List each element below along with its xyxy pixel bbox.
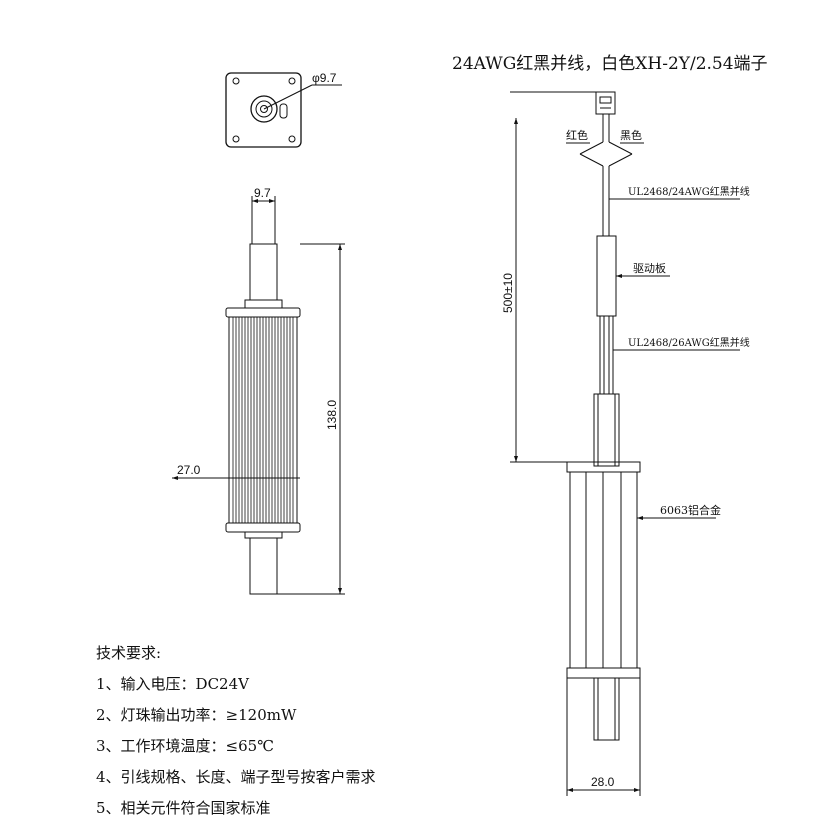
- upper-nozzle: [249, 243, 278, 301]
- xh-connector: [595, 91, 616, 115]
- material-label: 6063铝合金: [660, 503, 721, 517]
- mount-hole: [232, 77, 240, 85]
- side-lower-nozzle: [593, 677, 620, 741]
- driver-board: [596, 235, 617, 317]
- front-length-label: 138.0: [325, 400, 339, 430]
- side-view: [510, 91, 740, 796]
- cooling-fins: [232, 317, 294, 523]
- front-width-top-label: 9.7: [254, 186, 271, 200]
- lens-inner: [255, 100, 273, 118]
- cable-length-label: 500±10: [501, 273, 515, 313]
- body-cap-bottom: [225, 522, 301, 533]
- arrowheads: [172, 118, 643, 792]
- lower-wire-spec-label: UL2468/26AWG红黑并线: [628, 336, 750, 349]
- top-view: [225, 72, 342, 148]
- black-wire: [608, 153, 633, 167]
- note-item: 5、相关元件符合国家标准: [96, 799, 271, 817]
- note-item: 1、输入电压：DC24V: [96, 675, 249, 693]
- note-item: 4、引线规格、长度、端子型号按客户需求: [96, 768, 376, 786]
- body-cap-top: [225, 307, 301, 318]
- mount-hole: [288, 135, 296, 143]
- side-width-label: 28.0: [591, 775, 615, 789]
- red-wire-label: 红色: [566, 128, 588, 142]
- red-wire: [579, 153, 604, 167]
- note-item: 2、灯珠输出功率：≥120mW: [96, 706, 297, 724]
- lower-collar: [244, 531, 283, 539]
- side-upper-nozzle: [593, 393, 620, 467]
- upper-collar: [244, 299, 283, 309]
- lens-outer: [250, 95, 278, 123]
- front-width-body-label: 27.0: [177, 463, 201, 477]
- driver-board-label: 驱动板: [633, 261, 666, 275]
- lens-center: [260, 105, 268, 113]
- drawing-title: 24AWG红黑并线，白色XH-2Y/2.54端子: [452, 54, 768, 74]
- end-cap-plate: [225, 72, 302, 148]
- mount-hole: [232, 135, 240, 143]
- upper-wire-spec-label: UL2468/24AWG红黑并线: [628, 185, 750, 198]
- side-cap-top: [566, 461, 641, 473]
- note-item: 3、工作环境温度：≤65℃: [96, 737, 274, 755]
- lower-nozzle: [249, 537, 278, 595]
- black-wire: [608, 141, 633, 155]
- notes-heading: 技术要求:: [96, 644, 162, 662]
- wire-slot: [279, 103, 288, 119]
- front-view: [172, 196, 345, 595]
- side-cap-bottom: [566, 667, 641, 679]
- technical-requirements: 技术要求: 1、输入电压：DC24V 2、灯珠输出功率：≥120mW 3、工作环…: [96, 638, 376, 824]
- mount-hole: [288, 77, 296, 85]
- black-wire-label: 黑色: [620, 128, 642, 142]
- red-wire: [579, 141, 604, 155]
- leader-line: [263, 84, 313, 110]
- diameter-label: φ9.7: [312, 71, 337, 85]
- xh-connector-latch: [599, 96, 612, 104]
